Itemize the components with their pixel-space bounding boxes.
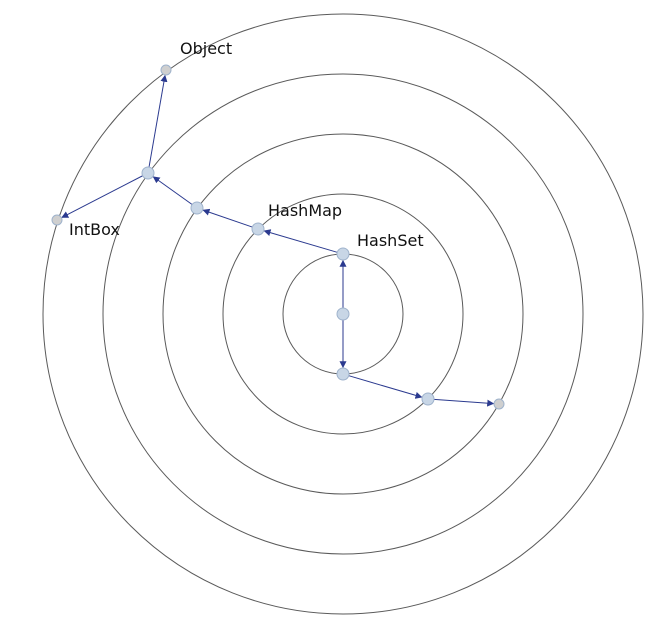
node-top[interactable] bbox=[336, 247, 350, 261]
ring-5 bbox=[42, 13, 644, 615]
node-label-object: Object bbox=[180, 39, 232, 58]
ring-4 bbox=[102, 73, 584, 555]
node-hashmap[interactable] bbox=[251, 222, 265, 236]
node-intbox[interactable] bbox=[51, 214, 63, 226]
graph-nodes bbox=[51, 64, 505, 410]
node-mid[interactable] bbox=[190, 201, 204, 215]
node-object[interactable] bbox=[160, 64, 172, 76]
graph-edges bbox=[61, 74, 495, 407]
node-lower-mid[interactable] bbox=[421, 392, 435, 406]
edge-hashmap-to-mid bbox=[202, 208, 253, 228]
ring-3 bbox=[162, 133, 524, 495]
edge-bottom-to-lower_mid bbox=[348, 375, 423, 399]
edge-mid-to-hub bbox=[152, 176, 193, 205]
concentric-rings bbox=[42, 13, 644, 615]
node-label-hashmap: HashMap bbox=[268, 201, 342, 220]
edge-hub-to-object bbox=[148, 74, 168, 168]
edge-top-to-hashmap bbox=[263, 229, 338, 253]
node-label-top: HashSet bbox=[357, 231, 424, 250]
node-bottom[interactable] bbox=[336, 367, 350, 381]
node-lower-leaf[interactable] bbox=[493, 398, 505, 410]
edge-hub-to-intbox bbox=[61, 175, 143, 218]
node-label-intbox: IntBox bbox=[69, 220, 120, 239]
ring-2 bbox=[222, 193, 464, 435]
node-hub[interactable] bbox=[141, 166, 155, 180]
edge-lower_mid-to-lower_leaf bbox=[433, 398, 495, 407]
node-center[interactable] bbox=[336, 307, 350, 321]
